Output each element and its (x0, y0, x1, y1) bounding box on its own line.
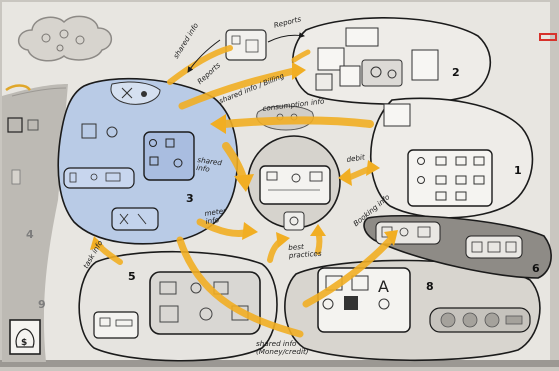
label-best-practices: best practices (288, 242, 319, 260)
money-bag-icon (10, 320, 40, 354)
zone-3-subpanel (64, 168, 134, 188)
zone-number-9: 9 (38, 298, 46, 311)
svg-text:$: $ (21, 338, 27, 348)
flow-arrow-consumption (224, 120, 370, 124)
zone-number-8: 8 (426, 280, 434, 293)
center-device (284, 212, 304, 230)
paper-shadow (0, 360, 559, 367)
zone-number-3: 3 (186, 192, 194, 205)
zone-number-6: 6 (532, 262, 540, 275)
zone-number-4: 4 (26, 228, 34, 241)
zone-8-panel (318, 268, 410, 332)
zone-number-1: 1 (514, 164, 522, 177)
zone-1-panel (408, 150, 492, 206)
svg-text:A: A (378, 277, 389, 296)
zone-number-5: 5 (128, 270, 136, 283)
label-shared-info-bottom: shared info (Money/credit) (256, 340, 346, 356)
zone-number-2: 2 (452, 66, 460, 79)
